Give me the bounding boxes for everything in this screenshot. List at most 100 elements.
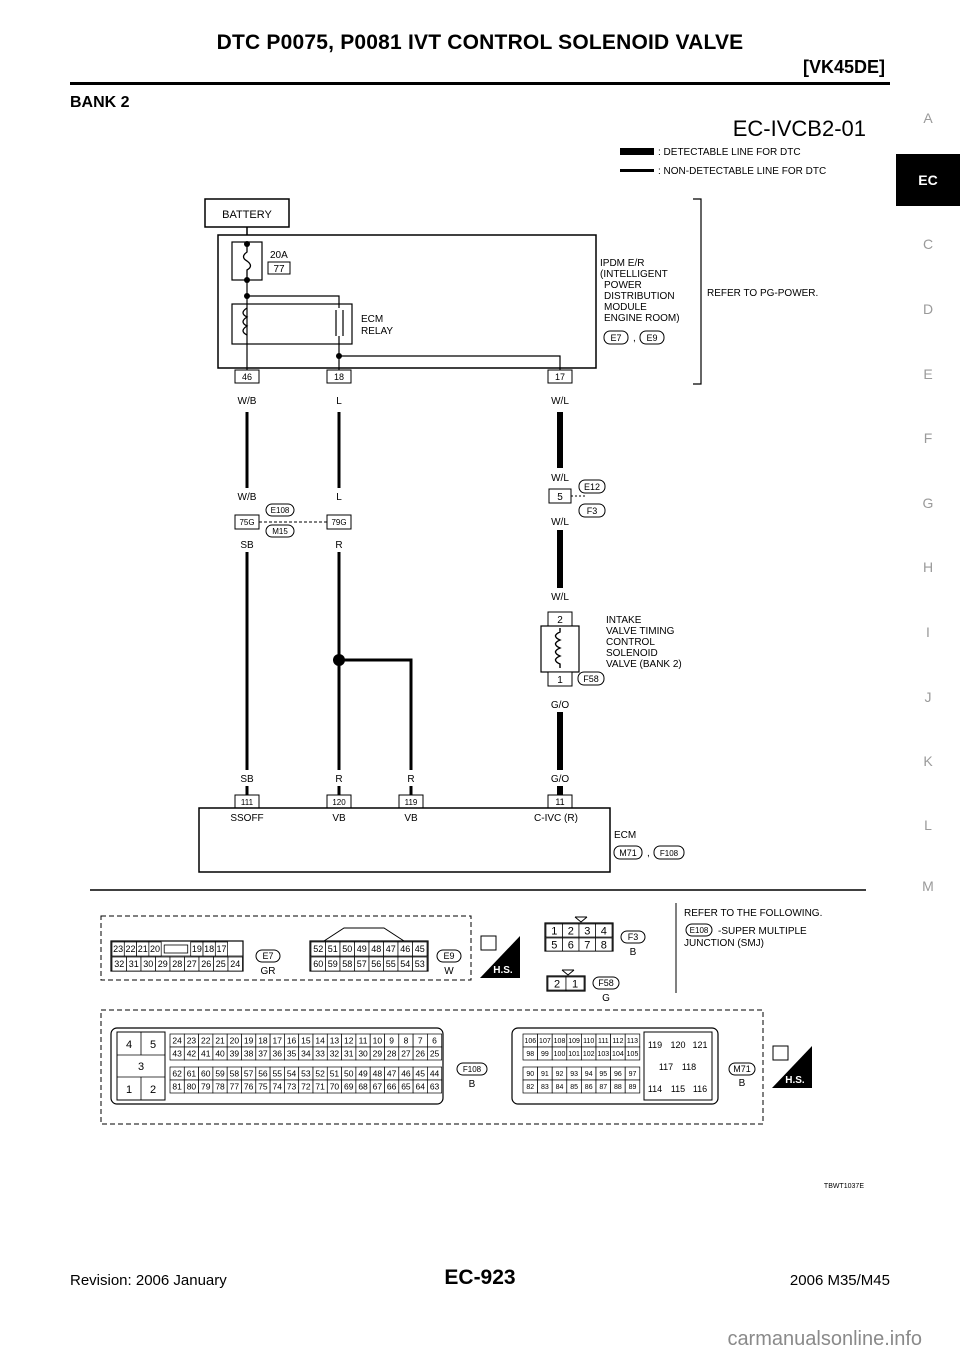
f108-r4-pin-63-label: 63 xyxy=(430,1082,440,1092)
f108-r1-pin-22-label: 22 xyxy=(201,1036,211,1046)
connector-e9-tag xyxy=(639,330,665,345)
ecm-terminal-civc: C-IVC (R) xyxy=(534,813,578,824)
tab-j[interactable]: J xyxy=(924,689,932,705)
engine-model: [VK45DE] xyxy=(802,57,885,77)
f108-r4-pin-68-label: 68 xyxy=(358,1082,368,1092)
ipdm-label-2: (INTELLIGENT xyxy=(600,269,668,280)
tab-g[interactable]: G xyxy=(922,495,934,511)
f108-r1-pin-10-label: 10 xyxy=(373,1036,383,1046)
f3-pin-2-label: 2 xyxy=(568,925,574,937)
svg-text:114: 114 xyxy=(648,1084,662,1094)
tab-e[interactable]: E xyxy=(923,366,933,382)
m71-r3-pin-92-label: 92 xyxy=(556,1071,564,1078)
ipdm-box xyxy=(217,234,597,369)
tab-h[interactable]: H xyxy=(922,559,934,575)
ipdm-label-3: POWER xyxy=(604,280,642,291)
wire-color-wl-4: W/L xyxy=(551,592,569,603)
svg-text:11: 11 xyxy=(555,797,564,807)
f58-pin-1 xyxy=(565,976,585,991)
svg-text:E108: E108 xyxy=(271,506,290,515)
tab-ec[interactable]: EC xyxy=(896,154,960,206)
svg-text:F58: F58 xyxy=(583,674,599,684)
legend-thick-line xyxy=(620,148,654,155)
ipdm-label-1: IPDM E/R xyxy=(600,258,644,269)
svg-text:120: 120 xyxy=(332,798,346,807)
pin-ipdm-18 xyxy=(326,369,352,384)
f3-pin-8-label: 8 xyxy=(601,939,607,951)
m71-r1-pin-107-label: 107 xyxy=(539,1038,551,1045)
f108-r4-pin-80-label: 80 xyxy=(187,1082,197,1092)
m71-r4-pin-86-label: 86 xyxy=(585,1084,593,1091)
e7-pin-23-label: 23 xyxy=(113,944,123,954)
tab-l[interactable]: L xyxy=(924,817,932,833)
f108-r4-pin-81-label: 81 xyxy=(172,1082,182,1092)
m71-r3-pin-97-label: 97 xyxy=(629,1071,637,1078)
tab-m[interactable]: M xyxy=(922,878,934,894)
tab-d[interactable]: D xyxy=(922,301,934,317)
tab-f[interactable]: F xyxy=(923,430,933,446)
e7-pin-18-label: 18 xyxy=(204,944,214,954)
f108-r2-pin-29-label: 29 xyxy=(373,1049,383,1059)
tab-a[interactable]: A xyxy=(923,110,933,126)
svg-text:17: 17 xyxy=(555,372,565,382)
svg-text:119: 119 xyxy=(405,798,418,807)
f108-r2-pin-43-label: 43 xyxy=(172,1049,182,1059)
f108-r1-pin-15-label: 15 xyxy=(301,1036,311,1046)
f58-pin-2-label: 2 xyxy=(554,978,560,990)
f108-r1-pin-14-label: 14 xyxy=(315,1036,325,1046)
svg-text:4: 4 xyxy=(126,1039,132,1051)
f108-r4-pin-64-label: 64 xyxy=(416,1082,426,1092)
connector-f58-tag xyxy=(577,671,605,686)
e9-pin-47-label: 47 xyxy=(386,944,396,954)
e7-id: E7 xyxy=(262,951,273,961)
tab-i[interactable]: I xyxy=(926,624,930,640)
diagram-id: EC-IVCB2-01 xyxy=(733,116,866,141)
wire-color-wl-2: W/L xyxy=(551,473,569,484)
f108-r4-pin-73-label: 73 xyxy=(287,1082,297,1092)
page-number: EC-923 xyxy=(444,1266,516,1289)
fuse-number: 77 xyxy=(273,264,285,275)
wire-color-l-2: L xyxy=(336,492,342,503)
f108-r1-pin-13-label: 13 xyxy=(330,1036,340,1046)
f108-r4-pin-67-label: 67 xyxy=(373,1082,383,1092)
f108-r3-pin-48-label: 48 xyxy=(373,1069,383,1079)
f108-r2-pin-28-label: 28 xyxy=(387,1049,397,1059)
f108-r2-pin-39-label: 39 xyxy=(230,1049,240,1059)
connector-e108-tag xyxy=(265,503,295,517)
f108-r1-pin-20-label: 20 xyxy=(230,1036,240,1046)
svg-text:,: , xyxy=(633,333,636,344)
f108-r4-pin-76-label: 76 xyxy=(244,1082,254,1092)
svg-text:F3: F3 xyxy=(587,506,598,516)
ipdm-label-4: DISTRIBUTION xyxy=(604,291,675,302)
e7-pin-32-label: 32 xyxy=(114,959,124,969)
panel-e7-e9 xyxy=(100,915,472,981)
svg-text:3: 3 xyxy=(138,1061,144,1073)
tab-k[interactable]: K xyxy=(923,753,933,769)
f108-r3-pin-50-label: 50 xyxy=(344,1069,354,1079)
tab-c[interactable]: C xyxy=(922,236,934,252)
pin-ipdm-17 xyxy=(547,369,573,384)
wire-color-sb-1: SB xyxy=(240,540,254,551)
f108-r2-pin-25-label: 25 xyxy=(430,1049,440,1059)
f108-r3-pin-44-label: 44 xyxy=(430,1069,440,1079)
e9-pin-49-label: 49 xyxy=(357,944,367,954)
m71-r1-pin-108-label: 108 xyxy=(554,1038,566,1045)
wire-color-r-1: R xyxy=(335,540,342,551)
legend-non-detectable: : NON-DETECTABLE LINE FOR DTC xyxy=(658,166,826,177)
refer-following: REFER TO THE FOLLOWING. xyxy=(684,908,822,919)
f108-r2-pin-38-label: 38 xyxy=(244,1049,254,1059)
f108-r3-pin-56-label: 56 xyxy=(258,1069,268,1079)
m71-r3-pin-96-label: 96 xyxy=(614,1071,622,1078)
refer-bracket xyxy=(693,198,702,385)
m71-r4-pin-83-label: 83 xyxy=(541,1084,549,1091)
splice-r xyxy=(333,654,345,666)
m71-r4-pin-82-label: 82 xyxy=(526,1084,534,1091)
svg-text:M15: M15 xyxy=(272,527,288,536)
f108-r2-pin-41-label: 41 xyxy=(201,1049,211,1059)
f108-r2-pin-37-label: 37 xyxy=(258,1049,268,1059)
svg-text:75G: 75G xyxy=(239,518,254,527)
fuse-number-box xyxy=(267,261,291,275)
